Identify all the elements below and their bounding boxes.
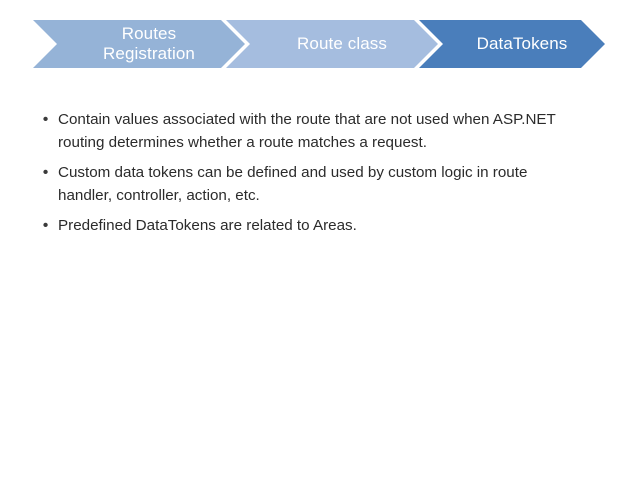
- bullet-list: • Contain values associated with the rou…: [33, 108, 605, 244]
- process-step-datatokens[interactable]: DataTokens: [419, 20, 605, 68]
- process-step-label: Route class: [297, 34, 387, 53]
- list-item: • Custom data tokens can be defined and …: [33, 161, 605, 207]
- process-chevron-banner: Routes Registration Route class DataToke…: [33, 20, 605, 68]
- list-item-text: Contain values associated with the route…: [58, 111, 556, 151]
- process-step-label: Routes Registration: [103, 24, 195, 63]
- bullet-point-icon: •: [42, 164, 49, 181]
- process-step-routes-registration[interactable]: Routes Registration: [33, 20, 245, 68]
- list-item: • Contain values associated with the rou…: [33, 108, 605, 154]
- list-item-text: Custom data tokens can be defined and us…: [58, 164, 528, 204]
- list-item-text: Predefined DataTokens are related to Are…: [58, 217, 357, 234]
- process-step-route-class[interactable]: Route class: [226, 20, 438, 68]
- bullet-point-icon: •: [42, 111, 49, 128]
- bullet-point-icon: •: [42, 217, 49, 234]
- process-step-label: DataTokens: [476, 34, 568, 53]
- list-item: • Predefined DataTokens are related to A…: [33, 214, 605, 237]
